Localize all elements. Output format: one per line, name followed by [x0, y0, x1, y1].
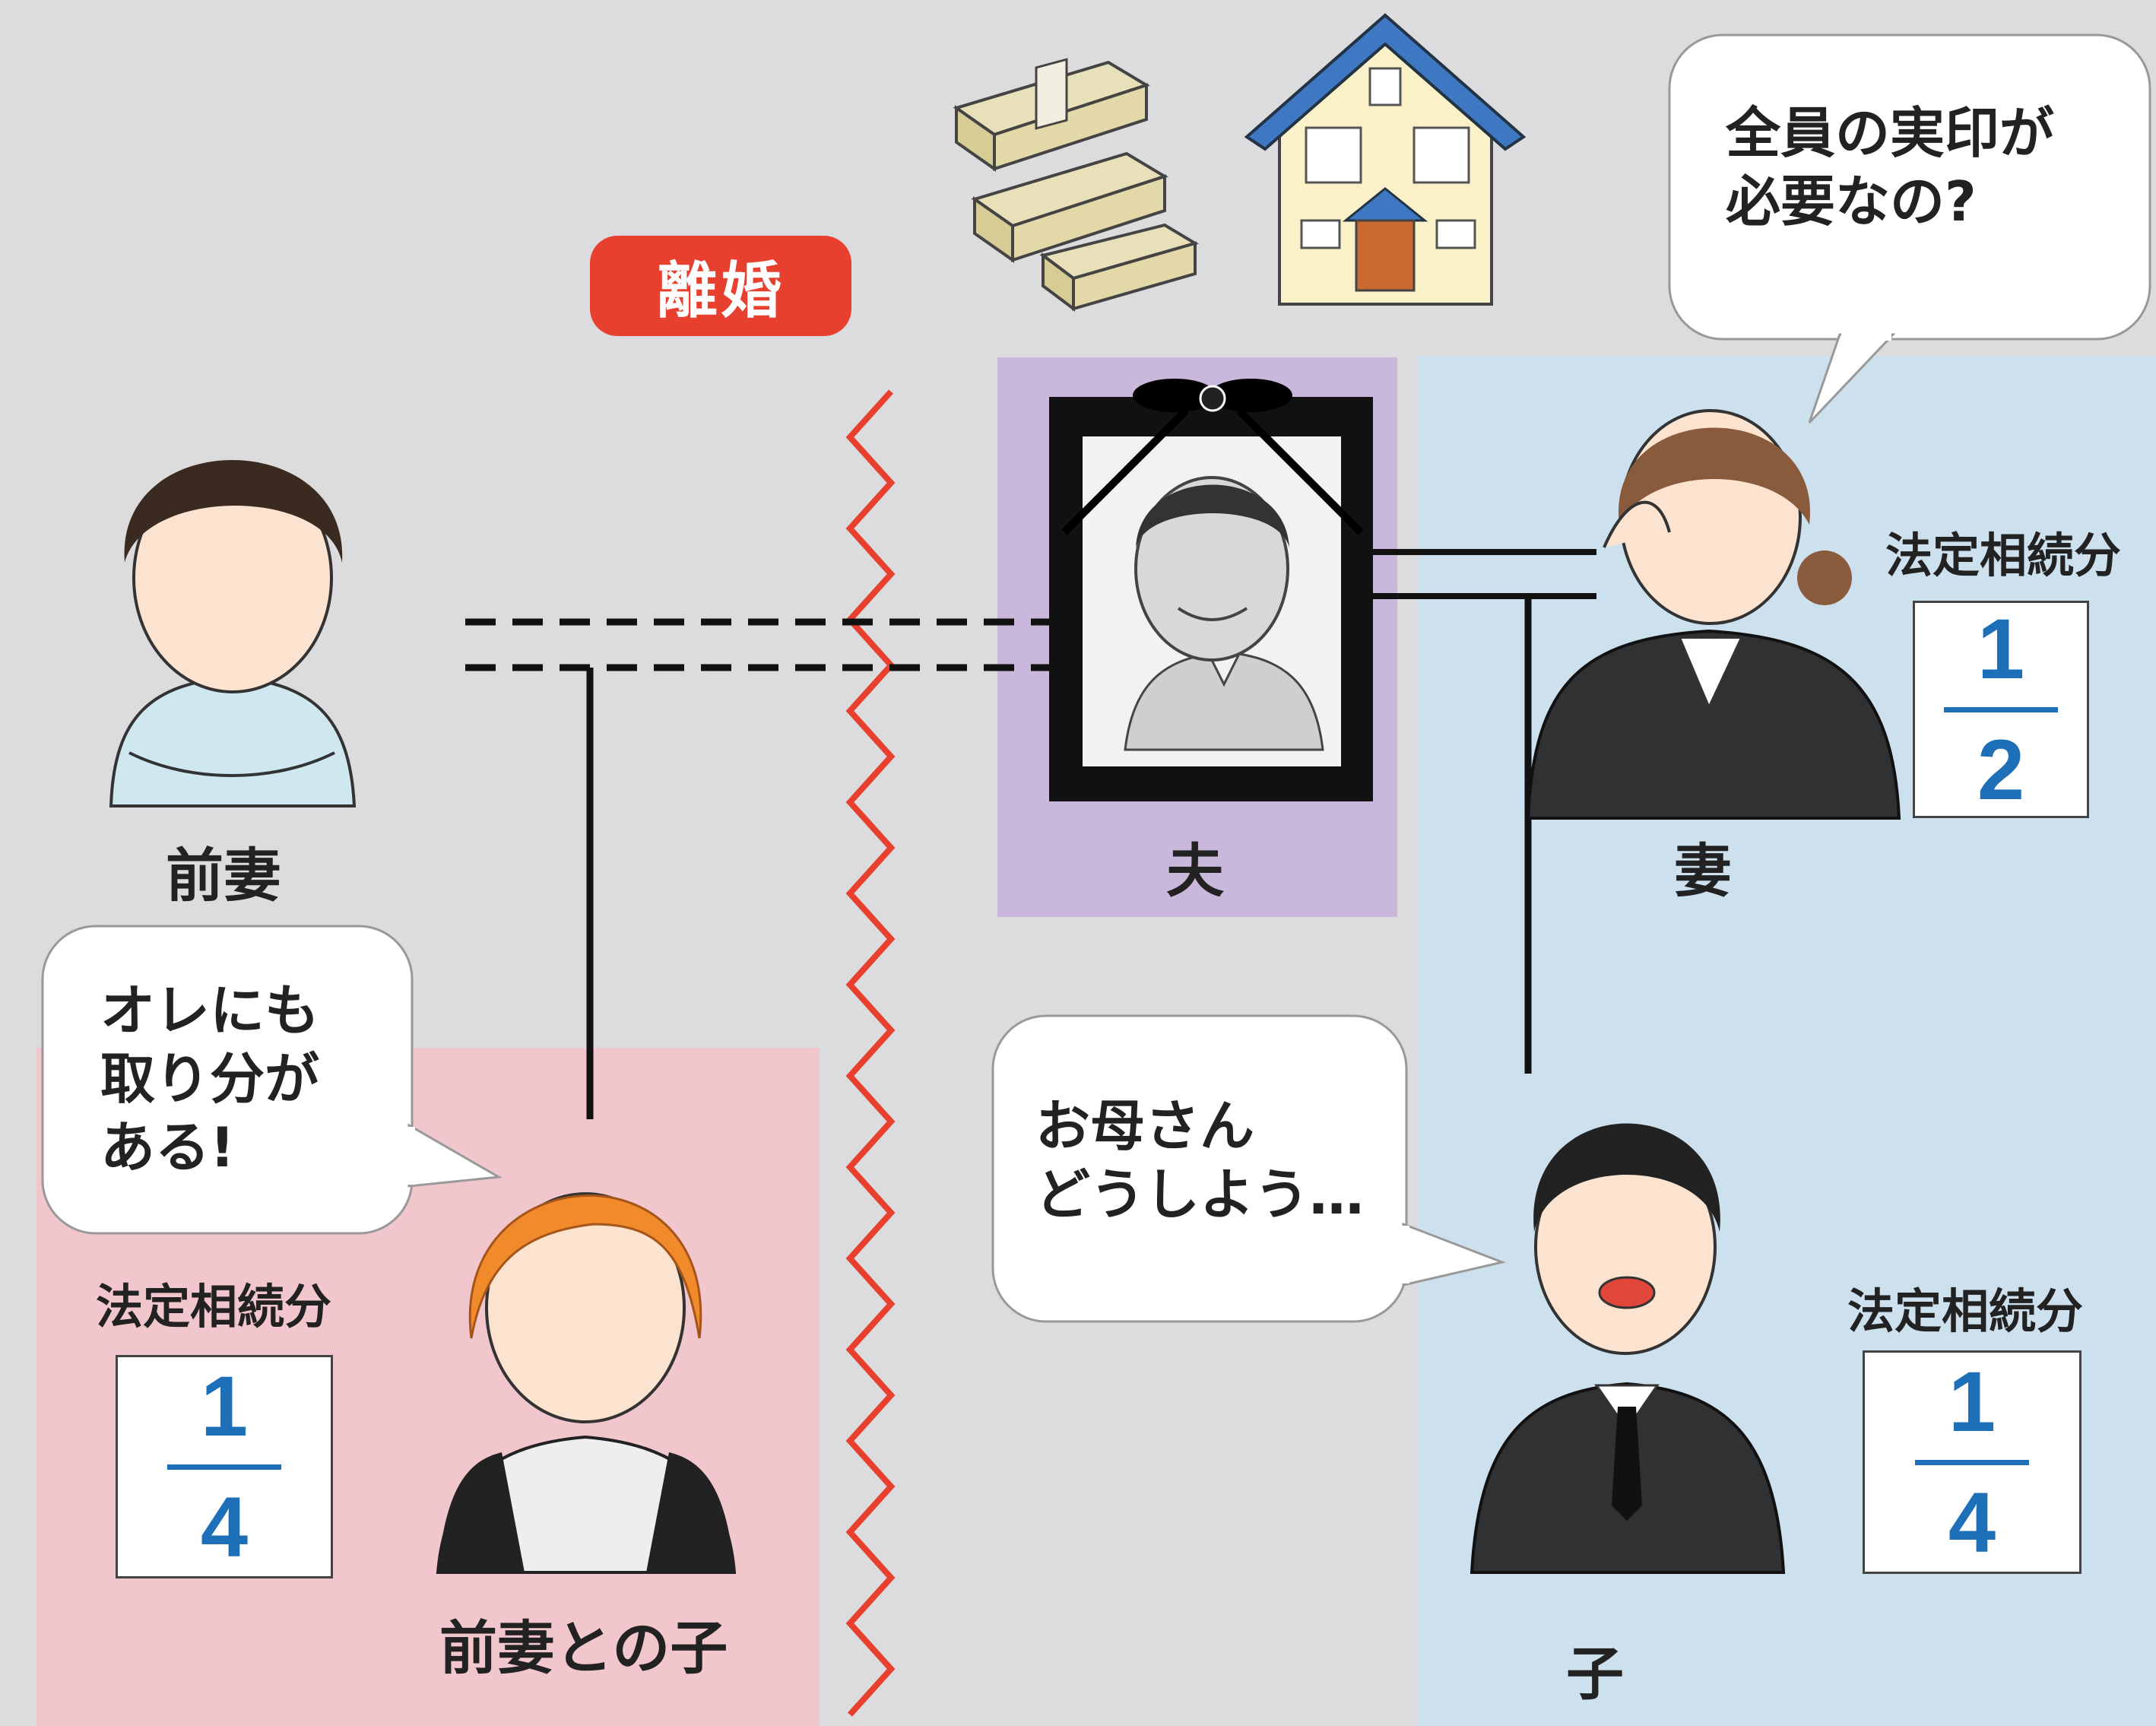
wife-speech-bubble: [1668, 33, 2151, 424]
ex-wife-label: 前妻: [166, 842, 281, 909]
child-share-denominator: 4: [1948, 1474, 1996, 1570]
child-figure: [1470, 1123, 1786, 1574]
money-stack-icon: [953, 58, 1199, 312]
child-speech-bubble: [991, 1014, 1507, 1323]
ex-child-share-fraction: 1 4: [116, 1355, 333, 1578]
wife-share-numerator: 1: [1977, 601, 2025, 696]
ex-child-share-numerator: 1: [200, 1358, 249, 1454]
divorce-badge: 離婚: [590, 236, 851, 336]
wife-share-heading: 法定相続分: [1885, 528, 2122, 583]
ex-child-speech-bubble: [41, 925, 503, 1235]
wife-label: 妻: [1674, 837, 1732, 905]
husband-label: 夫: [1166, 837, 1224, 905]
wife-share-fraction: 1 2: [1913, 601, 2089, 818]
fraction-bar: [1944, 706, 2058, 712]
ex-child-label: 前妻との子: [439, 1614, 728, 1682]
child-bubble-text: お母さん どうしよう…: [1035, 1094, 1365, 1226]
ex-wife-figure: [109, 460, 357, 807]
fraction-bar: [167, 1464, 281, 1470]
ex-child-figure: [436, 1192, 737, 1574]
child-share-fraction: 1 4: [1863, 1350, 2081, 1574]
divorce-zigzag-line: [845, 389, 896, 1717]
child-share-numerator: 1: [1948, 1353, 1996, 1449]
wife-bubble-text: 全員の実印が 必要なの?: [1726, 101, 2055, 233]
ex-child-bubble-text: オレにも 取り分が ある!: [100, 979, 320, 1179]
wife-share-denominator: 2: [1977, 722, 2025, 817]
wife-figure: [1526, 409, 1901, 820]
ex-child-share-heading: 法定相続分: [96, 1279, 332, 1334]
fraction-bar: [1915, 1459, 2029, 1465]
ex-child-share-denominator: 4: [200, 1479, 249, 1575]
memorial-portrait-icon: [1049, 379, 1373, 801]
child-share-heading: 法定相続分: [1847, 1283, 2084, 1339]
house-icon: [1244, 13, 1527, 306]
child-label: 子: [1566, 1640, 1624, 1708]
